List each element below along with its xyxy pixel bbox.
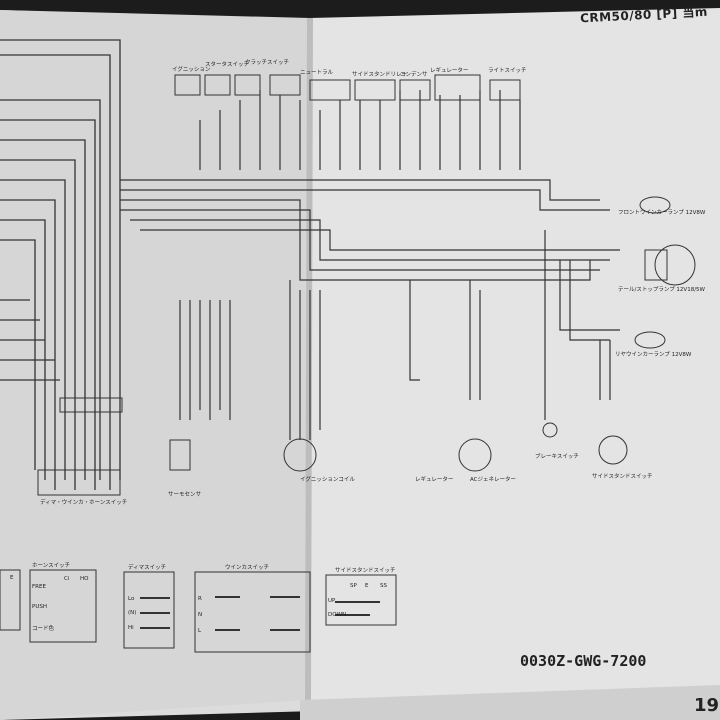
horn-header-ci: Ci: [64, 576, 70, 582]
page-number: 19: [694, 695, 720, 716]
top-label-1: スタータスイッチ: [205, 62, 250, 68]
top-label-3: ニュートラル: [300, 70, 334, 76]
thermo-sensor-label: サーモセンサ: [168, 492, 202, 498]
dimmer-winker-horn-label: ディマ・ウインカ・ホーンスイッチ: [40, 500, 128, 506]
winker-table-title: ウインカスイッチ: [225, 565, 270, 571]
tail-lamp-label: テール/ストップランプ 12V18/5W: [618, 287, 705, 293]
sidestand-table-title: サイドスタンドスイッチ: [335, 568, 396, 574]
horn-table-title: ホーンスイッチ: [32, 563, 71, 569]
rear-winker-label: リヤウインカーランプ 12V8W: [615, 352, 692, 358]
top-label-4: サイドスタンドリレー: [352, 72, 408, 78]
winker-row-l: L: [198, 628, 202, 634]
brake-switch-label: ブレーキスイッチ: [535, 454, 579, 460]
sidestand-switch-label: サイドスタンドスイッチ: [592, 474, 653, 480]
sidestand-header-sp: SP: [350, 583, 357, 589]
top-label-2: クラッチスイッチ: [245, 60, 290, 66]
ac-generator-label: ACジェネレーター: [470, 477, 517, 483]
top-label-7: ライトスイッチ: [488, 68, 527, 74]
winker-row-n: N: [198, 612, 203, 618]
horn-row-push: PUSH: [32, 604, 47, 610]
winker-row-r: R: [198, 596, 202, 602]
regulator-label: レギュレーター: [415, 477, 454, 483]
top-label-5: コンデンサ: [400, 72, 428, 78]
ignition-coil-label: イグニッションコイル: [300, 477, 355, 483]
horn-row-free: FREE: [32, 584, 46, 590]
sidestand-header-e: E: [365, 583, 369, 589]
horn-header-ho: HO: [80, 576, 89, 582]
front-winker-label: フロントウインカーランプ 12V8W: [618, 210, 706, 216]
dimmer-row-lo: Lo: [128, 596, 135, 602]
top-label-6: レギュレーター: [430, 68, 469, 74]
part-number: 0030Z-GWG-7200: [520, 652, 647, 670]
sidestand-header-ss: SS: [380, 583, 387, 589]
horn-row-code: コード色: [32, 626, 55, 632]
dimmer-row-n: (N): [128, 610, 137, 616]
top-label-0: イグニッション: [172, 67, 211, 73]
left-table-header: E: [10, 575, 14, 581]
sidestand-row-up: UP: [328, 598, 336, 604]
dimmer-row-hi: Hi: [128, 625, 134, 631]
dimmer-table-title: ディマスイッチ: [128, 565, 167, 571]
sidestand-row-down: DOWN: [328, 612, 347, 618]
